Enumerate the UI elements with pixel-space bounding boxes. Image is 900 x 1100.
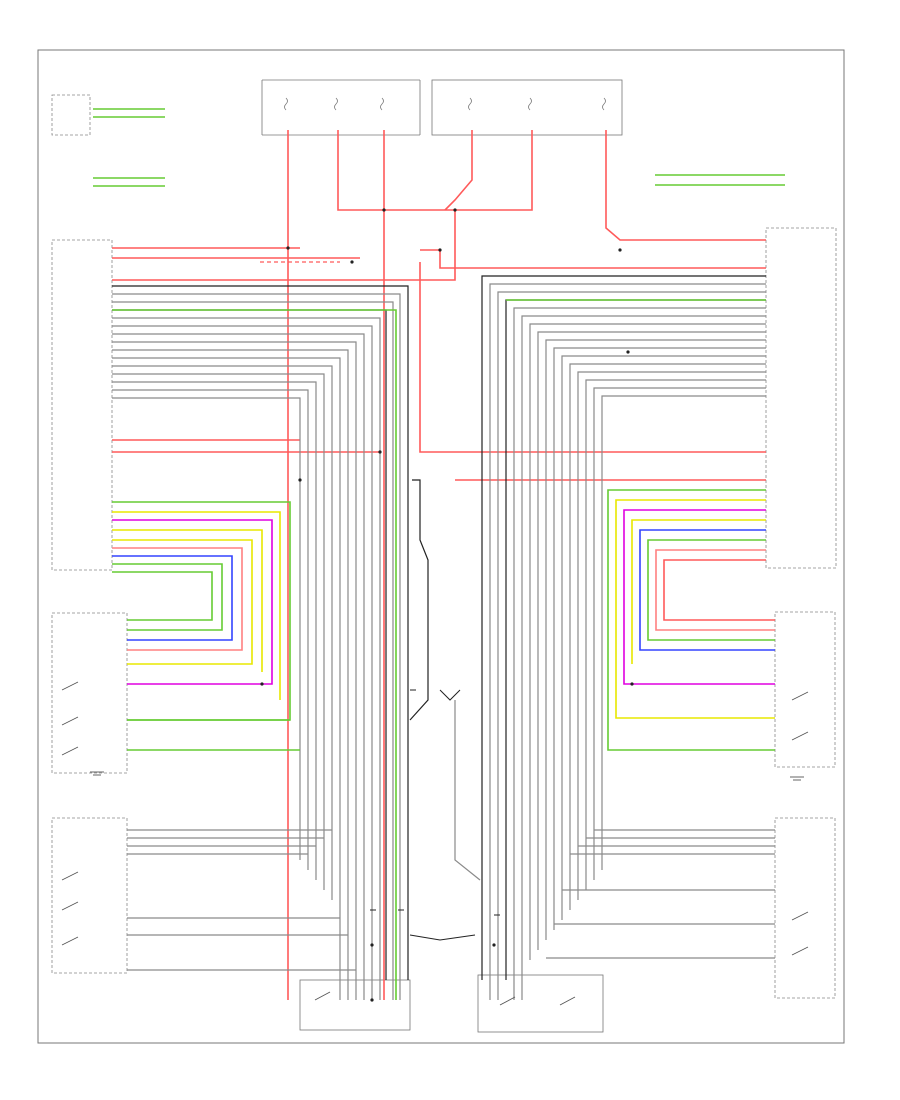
ground-symbols (90, 771, 804, 781)
passenger-door-module-box (765, 227, 837, 569)
red-power-wires (112, 130, 766, 1000)
driver-door-module-box (51, 239, 113, 571)
left-rear-colored-wires (112, 501, 300, 751)
right-rear-colored-wires (607, 489, 775, 751)
left-rear-door-switch-box (51, 817, 128, 974)
passenger-door-control-box (477, 974, 604, 1033)
right-fuse-box (431, 79, 623, 136)
fuse-symbols (284, 97, 606, 111)
driver-harness-gray (112, 293, 401, 1000)
diagram-border (37, 49, 845, 1044)
cem-module-box (51, 94, 91, 136)
splice-dots (260, 208, 634, 1002)
driver-door-control-box (299, 979, 411, 1031)
connector-stubs (370, 689, 500, 916)
left-rear-switch-box (51, 612, 128, 774)
right-rear-switch-box (774, 611, 836, 768)
passenger-harness-gray (489, 283, 775, 1000)
switch-symbols (61, 681, 809, 1006)
top-green-wires (93, 108, 785, 187)
left-fuse-box (261, 79, 421, 136)
driver-green-wire (112, 309, 397, 1000)
right-rear-door-switch-box (774, 817, 836, 999)
center-wires (409, 479, 481, 941)
